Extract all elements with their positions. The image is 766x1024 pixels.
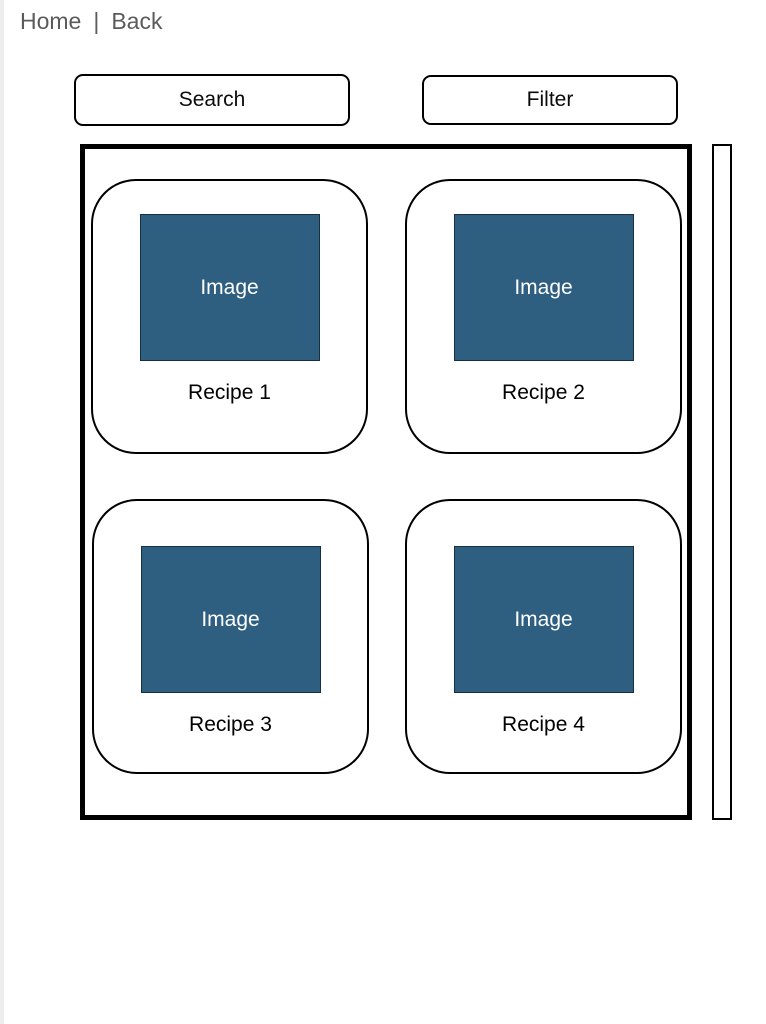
nav-home-link[interactable]: Home (20, 8, 82, 34)
filter-button[interactable]: Filter (422, 75, 678, 125)
search-button[interactable]: Search (74, 74, 350, 126)
breadcrumb: Home | Back (20, 8, 162, 35)
recipe-list-panel: Image Recipe 1 Image Recipe 2 Image Reci… (80, 144, 692, 820)
recipe-image-placeholder: Image (139, 214, 320, 361)
nav-separator: | (93, 8, 100, 34)
recipe-title: Recipe 3 (189, 713, 272, 736)
page-edge-strip (0, 0, 4, 1024)
recipe-card-2[interactable]: Image Recipe 2 (405, 179, 682, 454)
recipe-card-4[interactable]: Image Recipe 4 (405, 499, 682, 774)
recipe-title: Recipe 1 (188, 381, 271, 404)
recipe-image-placeholder: Image (453, 214, 634, 361)
recipe-card-3[interactable]: Image Recipe 3 (92, 499, 369, 774)
recipe-card-1[interactable]: Image Recipe 1 (91, 179, 368, 454)
recipe-image-placeholder: Image (453, 546, 634, 693)
recipe-image-placeholder: Image (140, 546, 321, 693)
scrollbar[interactable] (712, 144, 732, 820)
nav-back-link[interactable]: Back (111, 8, 163, 34)
recipe-title: Recipe 2 (502, 381, 585, 404)
recipe-title: Recipe 4 (502, 713, 585, 736)
